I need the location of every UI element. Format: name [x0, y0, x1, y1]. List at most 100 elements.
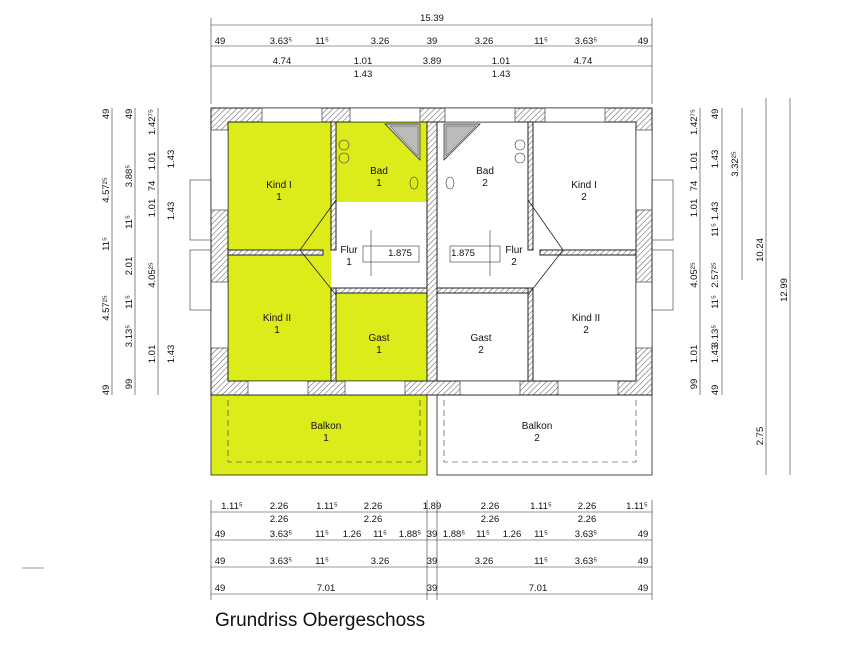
- balconies: [210, 394, 653, 476]
- dimension-label: 2.26: [270, 514, 289, 525]
- dimension-label: 11⁵: [315, 529, 329, 540]
- dimension-label: 49: [710, 109, 721, 120]
- room-number: 1: [276, 192, 282, 203]
- dimension-label: 49: [215, 583, 226, 594]
- dimension-label: 1.11⁵: [626, 501, 648, 512]
- dimension-label: 4.57²⁵: [101, 295, 112, 321]
- dimension-label: 7.01: [529, 583, 548, 594]
- dimension-label: 1.88⁵: [399, 529, 421, 540]
- dimension-label: 1.89: [423, 501, 442, 512]
- dimension-label: 4.05²⁵: [147, 262, 158, 288]
- dimension-label: 3.26: [475, 36, 494, 47]
- dimension-label: 3.26: [475, 556, 494, 567]
- dimension-label: 11⁵: [101, 237, 112, 251]
- dimension-label: 11⁵: [710, 223, 721, 237]
- dimension-label: 49: [638, 556, 649, 567]
- dimension-lines: [22, 18, 791, 600]
- dimension-label: 11⁵: [534, 529, 548, 540]
- room-label: Kind II: [263, 313, 291, 324]
- dimension-label: 1.01: [354, 56, 373, 67]
- room-label: Bad: [370, 166, 388, 177]
- room-number: 2: [583, 325, 589, 336]
- dimension-label: 11⁵: [124, 215, 135, 229]
- dimension-label: 1.01: [147, 345, 158, 364]
- dimension-label: 11⁵: [534, 556, 548, 567]
- dimension-label: 39: [427, 583, 438, 594]
- dimension-label: 49: [101, 109, 112, 120]
- dimension-label: 2.26: [481, 501, 500, 512]
- dimension-label: 1.43: [166, 202, 177, 221]
- dimension-label: 11⁵: [315, 556, 329, 567]
- dimension-label: 39: [427, 36, 438, 47]
- dimension-label: 39: [427, 556, 438, 567]
- dimension-label: 74: [689, 181, 700, 192]
- dimension-label: 11⁵: [373, 529, 387, 540]
- dimension-label: 49: [215, 36, 226, 47]
- room-label: Flur: [505, 245, 523, 256]
- dimension-label: 12.99: [779, 278, 790, 302]
- room-label: Gast: [368, 333, 389, 344]
- room-number: 2: [478, 345, 484, 356]
- dimension-label: 11⁵: [124, 295, 135, 309]
- dimension-label: 1.42⁷⁵: [689, 109, 700, 135]
- dimension-label: 7.01: [317, 583, 336, 594]
- windows: [210, 107, 653, 396]
- dimension-label: 2.26: [364, 501, 383, 512]
- room-number: 1: [274, 325, 280, 336]
- dimension-label: 1.43: [166, 345, 177, 364]
- room-number: 2: [511, 257, 517, 268]
- dimension-label: 1.01: [689, 345, 700, 364]
- room-label: Balkon: [522, 421, 553, 432]
- dimension-label: 3.63⁵: [575, 36, 597, 47]
- room-number: 2: [534, 433, 540, 444]
- stair-dimension: 1.875: [451, 248, 475, 259]
- dimension-label: 49: [124, 109, 135, 120]
- room-label: Bad: [476, 166, 494, 177]
- dimension-label: 2.26: [578, 501, 597, 512]
- dimension-label: 1.26: [343, 529, 362, 540]
- dimension-label: 11⁵: [534, 36, 548, 47]
- dimension-label: 1.01: [689, 152, 700, 171]
- side-window-sills: [189, 179, 674, 311]
- dimension-label: 1.11⁵: [221, 501, 243, 512]
- dimension-label: 2.01: [124, 257, 135, 276]
- room-label: Kind I: [571, 180, 597, 191]
- dimension-label: 4.74: [574, 56, 593, 67]
- dimension-label: 3.26: [371, 556, 390, 567]
- dimension-label: 1.42⁷⁵: [147, 109, 158, 135]
- dimension-label: 49: [215, 556, 226, 567]
- dimension-label: 49: [638, 583, 649, 594]
- dimension-label: 2.57²⁵: [710, 262, 721, 288]
- dimension-label: 2.26: [481, 514, 500, 525]
- dimension-label: 1.43: [354, 69, 373, 80]
- stairwell: [299, 199, 564, 296]
- dimension-label: 3.63⁵: [575, 556, 597, 567]
- dimension-label: 2.26: [578, 514, 597, 525]
- dimension-label: 1.01: [492, 56, 511, 67]
- dimension-label: 1.01: [147, 199, 158, 218]
- dimension-label: 3.63⁵: [270, 556, 292, 567]
- room-number: 1: [323, 433, 329, 444]
- unit-1-fill: [336, 288, 427, 381]
- dimension-labels: 15.39 49 3.63⁵ 11⁵ 3.26 39 3.26 11⁵ 3.63⁵ 49 4.74 1…: [101, 13, 790, 594]
- room-label: Kind II: [572, 313, 600, 324]
- dimension-label: 1.43: [492, 69, 511, 80]
- dimension-label: 3.26: [371, 36, 390, 47]
- dimension-label: 1.43: [710, 202, 721, 221]
- dimension-label: 15.39: [420, 13, 444, 24]
- dimension-label: 1.01: [147, 152, 158, 171]
- room-number: 2: [581, 192, 587, 203]
- dimension-label: 1.26: [503, 529, 522, 540]
- dimension-label: 49: [638, 36, 649, 47]
- dimension-label: 3.32²⁵: [730, 151, 741, 177]
- drawing-title: Grundriss Obergeschoss: [215, 610, 426, 631]
- dimension-label: 99: [689, 379, 700, 390]
- dimension-label: 1.43: [710, 150, 721, 169]
- dimension-label: 39: [427, 529, 438, 540]
- dimension-label: 3.63⁵: [575, 529, 597, 540]
- balcony-1-fill: [211, 395, 427, 475]
- room-label: Balkon: [311, 421, 342, 432]
- room-label: Kind I: [266, 180, 292, 191]
